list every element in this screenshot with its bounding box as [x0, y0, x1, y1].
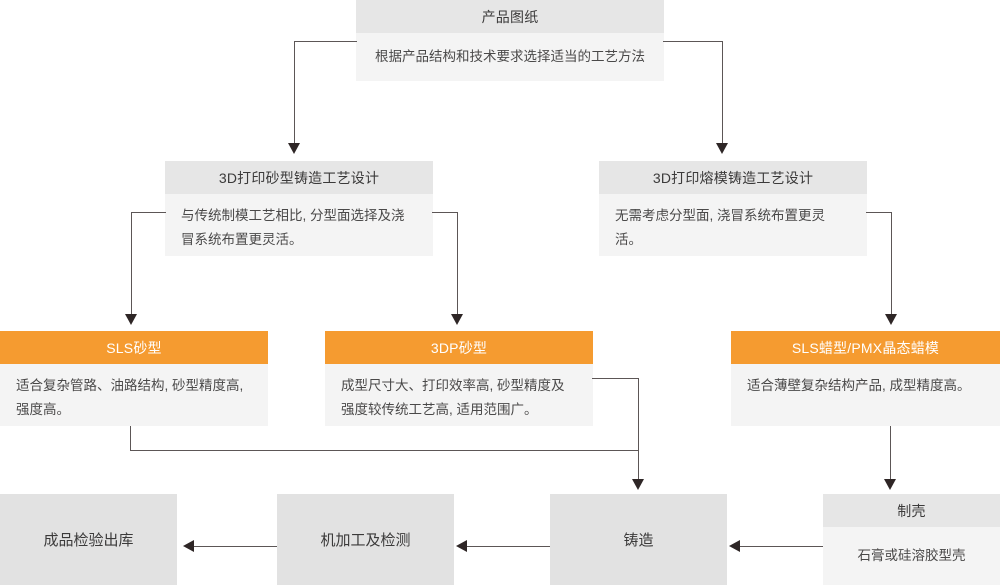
edge-sand-design-to-sls-sand-arrowhead [125, 314, 137, 325]
node-sls-wax-body: 适合薄壁复杂结构产品, 成型精度高。 [731, 364, 1000, 426]
edge-investment-design-to-sls-wax-horizontal [866, 212, 892, 213]
node-sls-wax[interactable]: SLS蜡型/PMX晶态蜡模 适合薄壁复杂结构产品, 成型精度高。 [731, 331, 1000, 426]
node-sls-sand-header: SLS砂型 [0, 331, 268, 364]
edge-machining-to-final-horizontal [194, 546, 277, 547]
edge-sls-wax-to-shell-vertical [890, 426, 891, 482]
node-sls-sand-body: 适合复杂管路、油路结构, 砂型精度高, 强度高。 [0, 364, 268, 426]
node-casting[interactable]: 铸造 [550, 494, 727, 585]
node-shell-making-body: 石膏或硅溶胶型壳 [823, 527, 1000, 585]
node-sand-process-design-header: 3D打印砂型铸造工艺设计 [165, 161, 433, 194]
edge-drawing-to-sand-design-vertical [294, 41, 295, 146]
edge-drawing-to-sand-design-horizontal [294, 41, 357, 42]
edge-investment-design-to-sls-wax-vertical [891, 212, 892, 317]
node-product-drawing[interactable]: 产品图纸 根据产品结构和技术要求选择适当的工艺方法 [356, 0, 664, 81]
edge-drawing-to-investment-design-arrowhead [716, 143, 728, 154]
edge-drawing-to-investment-design-horizontal [663, 41, 723, 42]
edge-sand-design-to-3dp-sand-arrowhead [451, 314, 463, 325]
node-investment-process-design-header: 3D打印熔模铸造工艺设计 [599, 161, 867, 194]
node-shell-making[interactable]: 制壳 石膏或硅溶胶型壳 [823, 494, 1000, 585]
edge-sls-sand-to-casting-horizontal [130, 450, 639, 451]
edge-investment-design-to-sls-wax-arrowhead [885, 314, 897, 325]
edge-shell-to-casting-horizontal [740, 546, 823, 547]
node-shell-making-header: 制壳 [823, 494, 1000, 527]
edge-casting-to-machining-arrowhead [456, 540, 467, 552]
node-3dp-sand[interactable]: 3DP砂型 成型尺寸大、打印效率高, 砂型精度及强度较传统工艺高, 适用范围广。 [325, 331, 593, 426]
edge-3dp-sand-to-casting-horizontal [592, 378, 639, 379]
node-sand-process-design[interactable]: 3D打印砂型铸造工艺设计 与传统制模工艺相比, 分型面选择及浇冒系统布置更灵活。 [165, 161, 433, 256]
node-sls-sand[interactable]: SLS砂型 适合复杂管路、油路结构, 砂型精度高, 强度高。 [0, 331, 268, 426]
edge-3dp-sand-to-casting-vertical [638, 378, 639, 482]
node-sls-wax-header: SLS蜡型/PMX晶态蜡模 [731, 331, 1000, 364]
node-machining-inspection[interactable]: 机加工及检测 [277, 494, 454, 585]
edge-casting-to-machining-horizontal [467, 546, 550, 547]
node-investment-process-design-body: 无需考虑分型面, 浇冒系统布置更灵活。 [599, 194, 867, 256]
edge-sand-design-to-sls-sand-horizontal [131, 212, 166, 213]
edge-drawing-to-investment-design-vertical [722, 41, 723, 146]
edge-sand-design-to-3dp-sand-vertical [457, 212, 458, 317]
node-investment-process-design[interactable]: 3D打印熔模铸造工艺设计 无需考虑分型面, 浇冒系统布置更灵活。 [599, 161, 867, 256]
node-3dp-sand-header: 3DP砂型 [325, 331, 593, 364]
node-sand-process-design-body: 与传统制模工艺相比, 分型面选择及浇冒系统布置更灵活。 [165, 194, 433, 256]
node-product-drawing-body: 根据产品结构和技术要求选择适当的工艺方法 [356, 33, 664, 81]
node-final-inspection-outbound[interactable]: 成品检验出库 [0, 494, 177, 585]
edge-sand-design-to-3dp-sand-horizontal [432, 212, 458, 213]
edge-sls-wax-to-shell-arrowhead [884, 479, 896, 490]
edge-3dp-sand-to-casting-arrowhead [632, 479, 644, 490]
node-3dp-sand-body: 成型尺寸大、打印效率高, 砂型精度及强度较传统工艺高, 适用范围广。 [325, 364, 593, 426]
edge-machining-to-final-arrowhead [183, 540, 194, 552]
node-product-drawing-header: 产品图纸 [356, 0, 664, 33]
edge-shell-to-casting-arrowhead [729, 540, 740, 552]
edge-sand-design-to-sls-sand-vertical [131, 212, 132, 317]
edge-drawing-to-sand-design-arrowhead [288, 143, 300, 154]
edge-sls-sand-to-casting-vertical [130, 426, 131, 451]
